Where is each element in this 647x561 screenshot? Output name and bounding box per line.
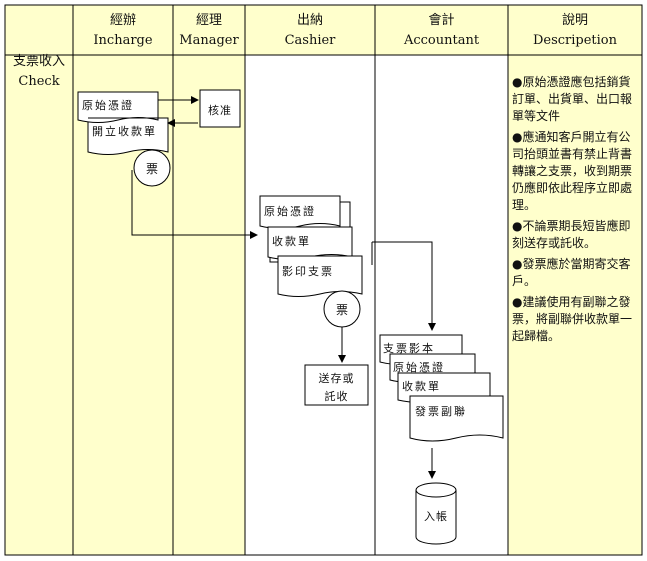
- row-label-en: Check: [18, 74, 60, 89]
- note-item: ●應通知客戶開立有公司抬頭並書有禁止背書轉讓之支票，收到期票仍應即依此程序立即處…: [512, 130, 633, 212]
- cashier-doc-stack: [259, 195, 363, 297]
- cashier-doc-copy: 影印支票: [282, 265, 334, 278]
- accountant-doc-copy: 支票影本: [383, 342, 435, 355]
- header-accountant-en: Accountant: [403, 33, 480, 48]
- header-description-en: Descripetion: [532, 33, 618, 48]
- approve-box: [199, 89, 241, 128]
- header-incharge-zh: 經辦: [109, 13, 136, 28]
- note-item: ●建議使用有副聯之發票，將副聯併收款單一起歸檔。: [512, 295, 633, 343]
- cashier-circle-label: 票: [335, 303, 348, 317]
- header-cashier: 出納 Cashier: [245, 5, 375, 55]
- incharge-circle-label: 票: [145, 162, 158, 176]
- arrow-to-accountant: [372, 241, 436, 331]
- header-manager-zh: 經理: [195, 13, 222, 28]
- deposit-label-2: 託收: [324, 390, 349, 403]
- row-label-zh: 支票收入: [12, 54, 65, 69]
- incharge-doc-receipt: 開立收款單: [92, 125, 157, 138]
- accountant-doc-original: 原始憑證: [393, 361, 445, 374]
- accountant-doc-stack: [379, 334, 504, 442]
- description-notes: ●原始憑證應包括銷貨訂單、出貨單、出口報單等文件 ●應通知客戶開立有公司抬頭並書…: [512, 74, 642, 349]
- accountant-header-bg: [375, 5, 508, 55]
- note-item: ●原始憑證應包括銷貨訂單、出貨單、出口報單等文件: [512, 75, 633, 123]
- deposit-label-1: 送存或: [318, 372, 355, 385]
- header-cashier-en: Cashier: [284, 33, 336, 48]
- incharge-lane-bg: [5, 5, 73, 555]
- header-accountant-zh: 會計: [428, 13, 455, 28]
- manager-approve-label: 核准: [208, 104, 232, 117]
- header-description: 說明 Descripetion: [508, 5, 642, 55]
- header-incharge-en: Incharge: [93, 33, 153, 48]
- row-label: 支票收入 Check: [5, 52, 73, 92]
- header-cashier-zh: 出納: [296, 13, 323, 28]
- deposit-box: [304, 364, 369, 406]
- table-grid: [4, 4, 643, 556]
- ledger-label: 入帳: [424, 510, 448, 523]
- arrow-to-cashier: [131, 170, 258, 239]
- cashier-header-bg: [245, 5, 375, 55]
- note-item: ●發票應於當期寄交客戶。: [512, 257, 631, 288]
- header-description-zh: 說明: [561, 13, 588, 28]
- header-incharge: 經辦 Incharge: [73, 5, 173, 55]
- ledger-cylinder: [415, 482, 457, 545]
- note-item: ●不論票期長短皆應即刻送存或託收。: [512, 219, 631, 250]
- incharge-check-circle: [133, 149, 171, 187]
- incharge-doc-stack: [77, 91, 169, 155]
- incharge-doc-original: 原始憑證: [82, 99, 134, 112]
- accountant-doc-invoice: 發票副聯: [415, 405, 467, 418]
- cashier-doc-receipt: 收款單: [272, 235, 311, 248]
- description-lane-bg: [508, 5, 642, 555]
- header-manager-en: Manager: [179, 33, 239, 48]
- cashier-doc-original: 原始憑證: [264, 205, 316, 218]
- header-manager: 經理 Manager: [173, 5, 245, 55]
- accountant-doc-receipt: 收款單: [402, 380, 441, 393]
- header-accountant: 會計 Accountant: [375, 5, 508, 55]
